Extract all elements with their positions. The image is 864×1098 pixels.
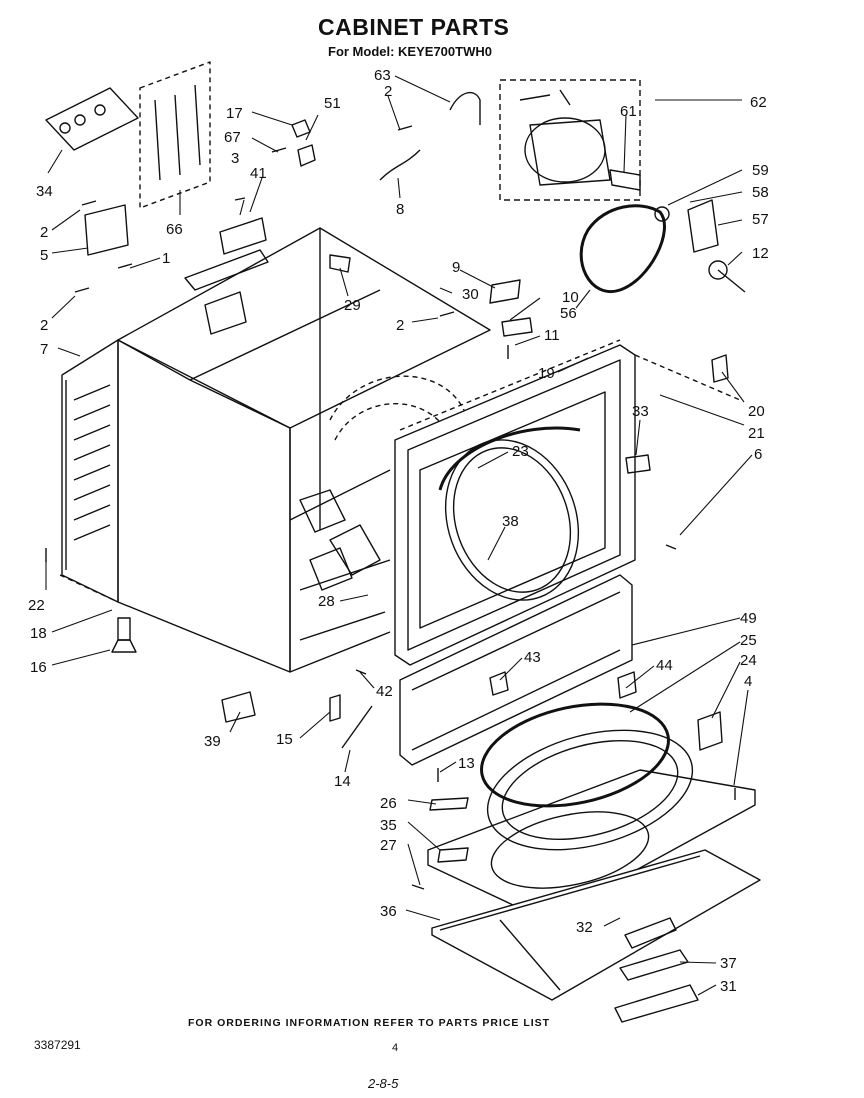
callout-32: 32 bbox=[576, 919, 593, 936]
callout-36: 36 bbox=[380, 903, 397, 920]
callout-35: 35 bbox=[380, 817, 397, 834]
callout-3: 3 bbox=[231, 150, 239, 167]
callout-9: 9 bbox=[452, 259, 460, 276]
callout-2-mid: 2 bbox=[396, 317, 404, 334]
callout-28: 28 bbox=[318, 593, 335, 610]
callout-42: 42 bbox=[376, 683, 393, 700]
callout-33: 33 bbox=[632, 403, 649, 420]
small-parts bbox=[45, 91, 736, 1023]
callout-labels: 34 66 2 5 1 2 7 17 67 3 41 51 63 2 8 61 … bbox=[28, 67, 769, 995]
callout-26: 26 bbox=[380, 795, 397, 812]
callout-62: 62 bbox=[750, 94, 767, 111]
callout-10: 10 bbox=[562, 289, 579, 306]
callout-25: 25 bbox=[740, 632, 757, 649]
callout-20: 20 bbox=[748, 403, 765, 420]
callout-41: 41 bbox=[250, 165, 267, 182]
callout-11: 11 bbox=[544, 327, 560, 344]
drive-belt bbox=[579, 204, 666, 294]
toe-panel bbox=[399, 574, 633, 766]
inner-door-panel bbox=[431, 849, 761, 1001]
cabinet-body bbox=[117, 227, 491, 673]
callout-6: 6 bbox=[754, 446, 762, 463]
door-assembly bbox=[427, 729, 756, 921]
leader-lines bbox=[45, 75, 753, 996]
document-number: 3387291 bbox=[34, 1038, 81, 1052]
callout-29: 29 bbox=[344, 297, 361, 314]
callout-51: 51 bbox=[324, 95, 341, 112]
idler-bracket bbox=[654, 199, 746, 293]
front-panel bbox=[394, 339, 741, 666]
callout-15: 15 bbox=[276, 731, 293, 748]
callout-2-top: 2 bbox=[384, 83, 392, 100]
callout-5: 5 bbox=[40, 247, 48, 264]
callout-39: 39 bbox=[204, 733, 221, 750]
callout-30: 30 bbox=[462, 286, 479, 303]
callout-14: 14 bbox=[334, 773, 351, 790]
callout-23: 23 bbox=[512, 443, 529, 460]
callout-13: 13 bbox=[458, 755, 475, 772]
callout-49: 49 bbox=[740, 610, 757, 627]
callout-63: 63 bbox=[374, 67, 391, 84]
page-number: 4 bbox=[392, 1042, 399, 1054]
callout-37: 37 bbox=[720, 955, 737, 972]
callout-43: 43 bbox=[524, 649, 541, 666]
callout-58: 58 bbox=[752, 184, 769, 201]
callout-57: 57 bbox=[752, 211, 769, 228]
model-subtitle: For Model: KEYE700TWH0 bbox=[328, 44, 492, 59]
date-code: 2-8-5 bbox=[368, 1076, 399, 1091]
callout-2: 2 bbox=[40, 224, 48, 241]
callout-12: 12 bbox=[752, 245, 769, 262]
callout-31: 31 bbox=[720, 978, 737, 995]
callout-56: 56 bbox=[560, 305, 577, 322]
callout-19: 19 bbox=[538, 365, 555, 382]
door-seal bbox=[480, 702, 670, 808]
terminal-block bbox=[45, 61, 211, 209]
callout-22: 22 bbox=[28, 597, 45, 614]
callout-67: 67 bbox=[224, 129, 241, 146]
page-title: CABINET PARTS bbox=[318, 14, 510, 40]
callout-24: 24 bbox=[740, 652, 757, 669]
callout-38: 38 bbox=[502, 513, 519, 530]
callout-16: 16 bbox=[30, 659, 47, 676]
callout-8: 8 bbox=[396, 201, 404, 218]
callout-21: 21 bbox=[748, 425, 765, 442]
door-opening-oval bbox=[438, 426, 581, 601]
ordering-note: FOR ORDERING INFORMATION REFER TO PARTS … bbox=[188, 1017, 551, 1029]
side-panel bbox=[59, 339, 119, 603]
callout-61: 61 bbox=[620, 103, 637, 120]
callout-7: 7 bbox=[40, 341, 48, 358]
callout-44: 44 bbox=[656, 657, 673, 674]
callout-4: 4 bbox=[744, 673, 752, 690]
callout-17: 17 bbox=[226, 105, 243, 122]
callout-59: 59 bbox=[752, 162, 769, 179]
callout-2-left: 2 bbox=[40, 317, 48, 334]
callout-66: 66 bbox=[166, 221, 183, 238]
callout-27: 27 bbox=[380, 837, 397, 854]
motor bbox=[499, 79, 641, 201]
callout-18: 18 bbox=[30, 625, 47, 642]
callout-1: 1 bbox=[162, 250, 170, 267]
callout-34: 34 bbox=[36, 183, 53, 200]
